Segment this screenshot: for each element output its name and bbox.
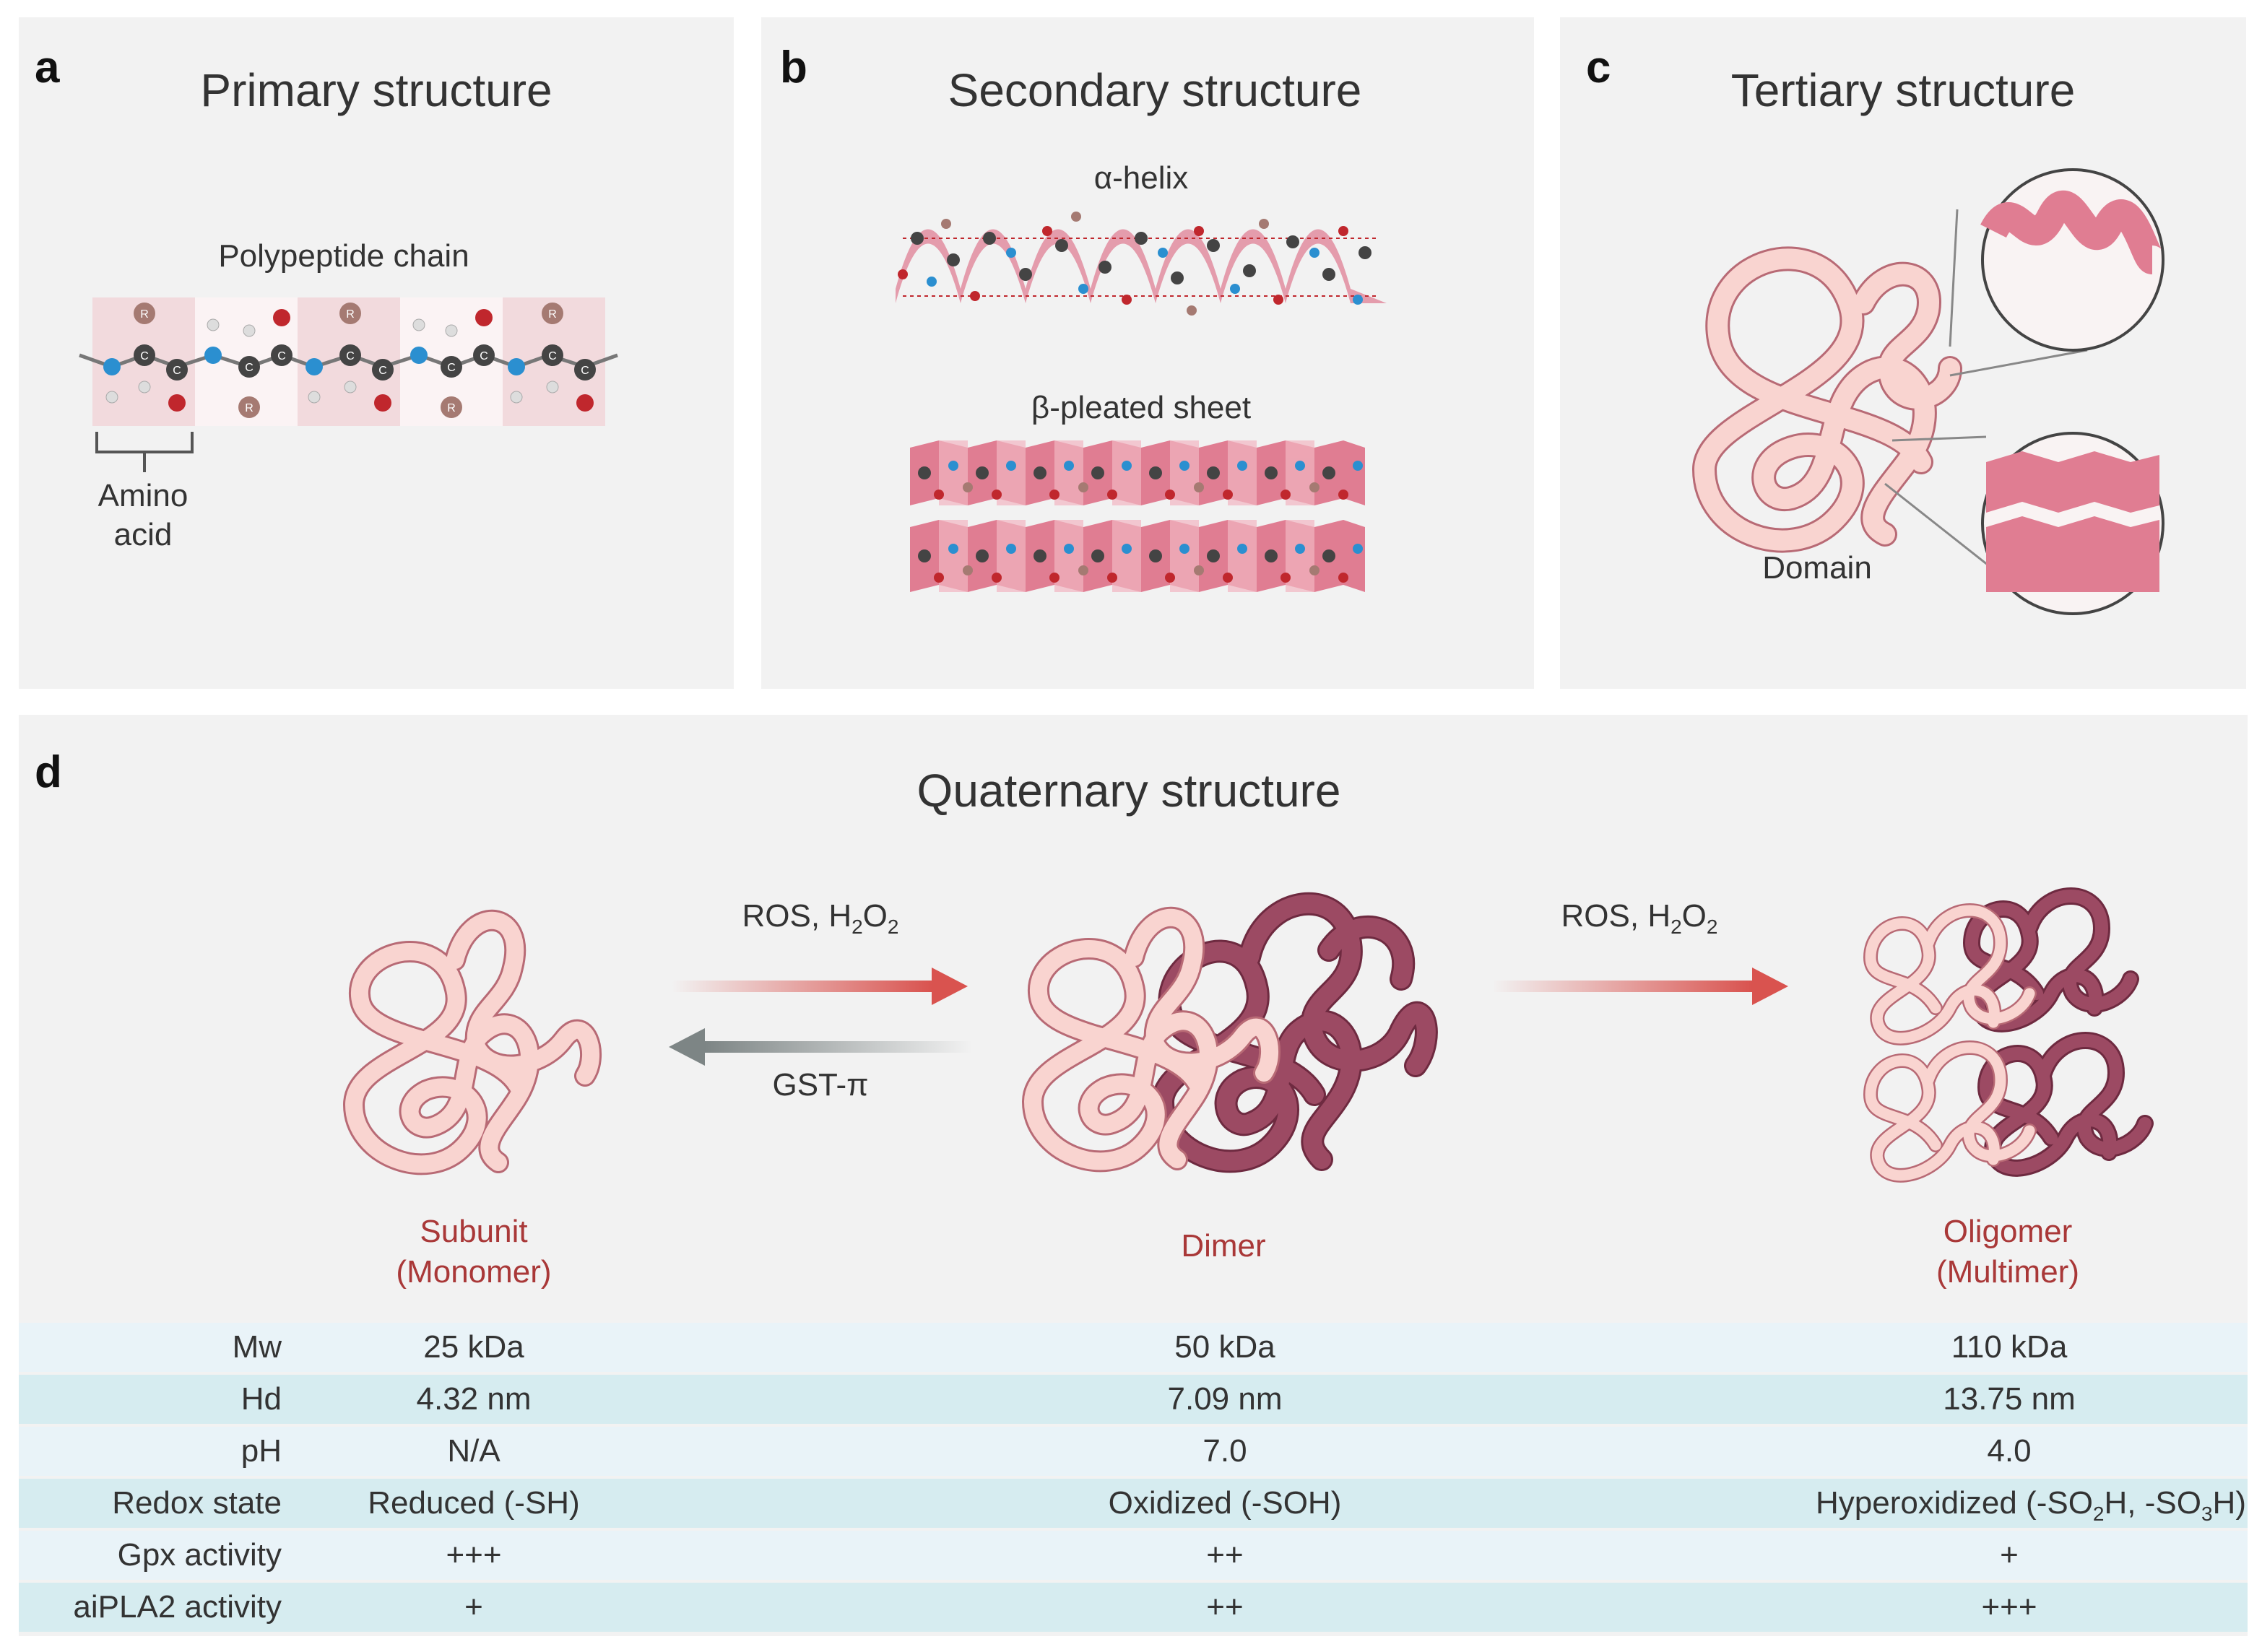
oligomer-value: 4.0: [1987, 1433, 2032, 1469]
monomer-value: 4.32 nm: [416, 1381, 532, 1417]
monomer-value: +: [464, 1589, 483, 1625]
dimer-value: Oxidized (-SOH): [1108, 1485, 1342, 1521]
row-label: aiPLA2 activity: [73, 1589, 282, 1625]
panel-b-letter: b: [780, 43, 807, 92]
monomer-label-line2: (Monomer): [396, 1254, 552, 1290]
gst-pi-label: GST-π: [772, 1067, 869, 1103]
beta-sheet-label: β-pleated sheet: [1031, 390, 1252, 425]
oligomer-value: +++: [1981, 1589, 2037, 1625]
svg-text:C: C: [277, 350, 286, 362]
table-row: pH N/A 7.0 4.0: [19, 1427, 2248, 1476]
alpha-helix-label: α-helix: [1093, 160, 1189, 196]
monomer-value: +++: [446, 1537, 502, 1573]
svg-text:C: C: [447, 362, 456, 374]
monomer-label-line1: Subunit: [420, 1214, 528, 1249]
oligomer-value: +: [2000, 1537, 2019, 1573]
dimer-value: ++: [1206, 1537, 1244, 1573]
svg-text:R: R: [245, 402, 254, 414]
panel-a-letter: a: [35, 43, 60, 92]
table-row: Mw 25 kDa 50 kDa 110 kDa: [19, 1323, 2248, 1372]
oligomer-label-line2: (Multimer): [1936, 1254, 2079, 1290]
forward-arrow-1: [672, 968, 968, 1005]
oligomer-label-line1: Oligomer: [1943, 1214, 2073, 1249]
oligomer-value: Hyperoxidized (-SO2H, -SO3H): [1816, 1485, 2246, 1525]
dimer-value: 50 kDa: [1174, 1329, 1275, 1365]
svg-text:C: C: [245, 362, 254, 374]
beta-sheet-diagram: [910, 440, 1365, 592]
monomer-value: Reduced (-SH): [368, 1485, 580, 1521]
panel-c-title: Tertiary structure: [1730, 64, 2076, 116]
monomer-protein-icon: [342, 910, 602, 1175]
polypeptide-chain-diagram: C C C C C C C C C C R R R R R: [79, 297, 618, 426]
panel-b-title: Secondary structure: [948, 64, 1362, 116]
monomer-value: 25 kDa: [423, 1329, 524, 1365]
svg-text:C: C: [173, 365, 181, 377]
oligomer-protein-icon: [1863, 887, 2154, 1183]
svg-text:C: C: [140, 350, 149, 362]
panel-d-letter: d: [35, 747, 62, 797]
forward-arrow-2: [1492, 968, 1788, 1005]
dimer-value: ++: [1206, 1589, 1244, 1625]
table-row: aiPLA2 activity + ++ +++: [19, 1583, 2248, 1632]
monomer-value: N/A: [447, 1433, 500, 1469]
row-label: pH: [240, 1433, 282, 1469]
panel-d-title: Quaternary structure: [916, 765, 1341, 817]
polypeptide-chain-label: Polypeptide chain: [218, 238, 469, 274]
svg-text:C: C: [581, 365, 589, 377]
dimer-label: Dimer: [1181, 1228, 1266, 1264]
panel-c-letter: c: [1586, 43, 1611, 92]
oligomer-value: 110 kDa: [1951, 1329, 2068, 1365]
row-label: Redox state: [112, 1485, 282, 1521]
svg-text:C: C: [480, 350, 488, 362]
amino-label-line1: Amino: [98, 478, 188, 513]
reverse-arrow: [669, 1028, 972, 1066]
svg-text:R: R: [140, 308, 149, 321]
amino-label-line2: acid: [113, 517, 173, 552]
svg-text:R: R: [346, 308, 355, 321]
table-row: Redox state Reduced (-SH) Oxidized (-SOH…: [19, 1479, 2248, 1528]
arrow1-ros-label: ROS, H2O2: [742, 898, 899, 938]
row-label: Mw: [232, 1329, 282, 1365]
panel-a-title: Primary structure: [200, 64, 552, 116]
svg-text:R: R: [548, 308, 557, 321]
amino-acid-bracket: [95, 432, 194, 472]
dimer-value: 7.09 nm: [1167, 1381, 1283, 1417]
tertiary-protein-diagram: [1691, 168, 2164, 615]
row-label: Hd: [240, 1381, 282, 1417]
table-row: Hd 4.32 nm 7.09 nm 13.75 nm: [19, 1375, 2248, 1424]
oligomer-value: 13.75 nm: [1943, 1381, 2076, 1417]
svg-text:C: C: [548, 350, 557, 362]
alpha-helix-diagram: [896, 212, 1387, 316]
dimer-value: 7.0: [1202, 1433, 1247, 1469]
svg-text:C: C: [346, 350, 355, 362]
svg-text:R: R: [447, 402, 456, 414]
dimer-protein-icon: [1021, 892, 1438, 1173]
svg-text:C: C: [378, 365, 387, 377]
arrow2-ros-label: ROS, H2O2: [1561, 898, 1718, 938]
table-row: Gpx activity +++ ++ +: [19, 1531, 2248, 1580]
row-label: Gpx activity: [117, 1537, 282, 1573]
domain-label: Domain: [1762, 550, 1872, 586]
